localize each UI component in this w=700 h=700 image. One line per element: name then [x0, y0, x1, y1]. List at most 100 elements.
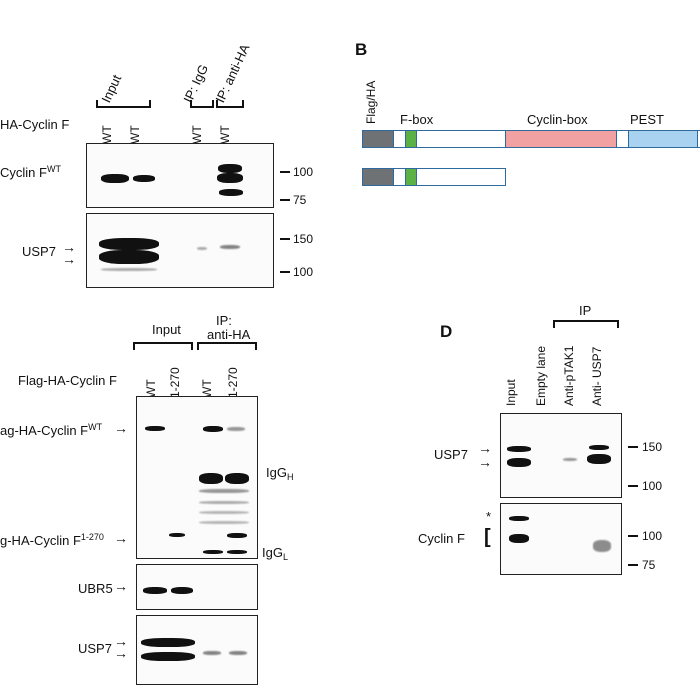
panel-c-band-trunc-label: g-HA-Cyclin F1-270 — [0, 532, 104, 548]
panel-c-igg-l-label: IgGL — [262, 545, 288, 562]
panel-a-marker-75: 75 — [293, 193, 307, 207]
panel-b-pest-domain — [628, 130, 698, 148]
panel-c-row-label: Flag-HA-Cyclin F — [18, 373, 117, 388]
panel-d-marker-150: 150 — [642, 440, 663, 454]
arrow-right-icon: → — [478, 440, 492, 456]
panel-c-input-bracket — [133, 342, 193, 350]
panel-a-blot2-label: USP7 — [22, 244, 56, 259]
panel-b-tag-label: Flag/HA — [364, 80, 378, 124]
arrow-right-icon: → — [62, 251, 76, 267]
arrow-right-icon: → — [114, 578, 128, 594]
panel-b-cyclinbox-domain — [505, 130, 617, 148]
panel-b-trunc-fbox-domain — [405, 168, 417, 186]
marker-tick — [628, 564, 638, 566]
band — [141, 652, 195, 661]
band — [199, 511, 249, 514]
panel-a-col-igg: IP: IgG — [180, 61, 212, 105]
band — [199, 501, 249, 504]
panel-a-lane-3: WT — [190, 125, 204, 144]
panel-a-marker-150: 150 — [293, 232, 314, 246]
panel-b-letter: B — [355, 40, 368, 59]
panel-d-lane-input: Input — [504, 379, 518, 406]
arrow-right-icon: → — [114, 645, 128, 661]
panel-a-lane-2: WT — [128, 125, 142, 144]
band — [199, 489, 249, 493]
band — [227, 550, 247, 554]
band — [229, 651, 247, 655]
panel-c-col-input: Input — [152, 322, 181, 337]
panel-d-ip-bracket — [553, 320, 619, 328]
panel-c-col-ip: IP: — [216, 313, 232, 328]
panel-a-blot-usp7 — [86, 213, 274, 288]
panel-a-lane-4: WT — [218, 125, 232, 144]
panel-a-input-bracket — [96, 100, 151, 108]
band — [197, 247, 207, 250]
panel-c-lane-4: 1-270 — [226, 367, 240, 398]
panel-c-blot-usp7 — [136, 615, 258, 685]
band — [99, 250, 159, 264]
marker-tick — [628, 446, 638, 448]
band — [587, 454, 611, 464]
panel-a-marker-100b: 100 — [293, 265, 314, 279]
arrow-right-icon: → — [114, 530, 128, 546]
band — [227, 533, 247, 538]
panel-d-ip-label: IP — [579, 303, 592, 318]
band — [133, 175, 155, 182]
marker-tick — [628, 535, 638, 537]
marker-tick — [280, 271, 290, 273]
panel-c-igg-h-label: IgGH — [266, 465, 294, 482]
band — [219, 189, 243, 196]
band — [225, 473, 249, 484]
arrow-right-icon: → — [114, 420, 128, 436]
band — [141, 638, 195, 647]
band — [143, 587, 167, 594]
panel-b-trunc-tag-domain — [362, 168, 394, 186]
band — [169, 533, 185, 537]
marker-tick — [280, 238, 290, 240]
marker-tick — [628, 485, 638, 487]
panel-a-igg-bracket — [190, 100, 214, 108]
panel-b-cyclinbox-label: Cyclin-box — [527, 112, 588, 127]
band — [227, 427, 245, 431]
band — [220, 245, 240, 249]
band — [101, 268, 157, 271]
arrow-right-icon: → — [478, 454, 492, 470]
band — [218, 164, 242, 173]
panel-d-lane-ptak1: Anti-pTAK1 — [562, 345, 576, 406]
panel-d-star: * — [486, 509, 492, 524]
panel-a-lane-1: WT — [100, 125, 114, 144]
panel-a-blot1-label: Cyclin FWT — [0, 164, 61, 180]
panel-b-fbox-domain — [405, 130, 417, 148]
panel-c-usp7-label: USP7 — [78, 641, 112, 656]
panel-d-usp7-label: USP7 — [434, 447, 468, 462]
panel-b-tag-domain — [362, 130, 394, 148]
band — [509, 516, 529, 521]
panel-a-antiha-bracket — [216, 100, 244, 108]
band — [593, 540, 611, 552]
panel-c-ubr5-label: UBR5 — [78, 581, 113, 596]
panel-c-blot-cyclin-f — [136, 396, 258, 559]
panel-d-bracket: [ — [484, 526, 491, 548]
panel-a-row-label: HA-Cyclin F — [0, 117, 70, 132]
marker-tick — [280, 171, 290, 173]
arrow-right-icon: → — [114, 633, 128, 649]
band — [99, 238, 159, 250]
band — [563, 458, 577, 461]
panel-d-blot-usp7 — [500, 413, 622, 498]
panel-d-letter: D — [440, 322, 453, 341]
band — [509, 534, 529, 543]
panel-d-marker-100: 100 — [642, 479, 663, 493]
panel-a-marker-100: 100 — [293, 165, 314, 179]
band — [507, 458, 531, 467]
panel-b-pest-label: PEST — [630, 112, 664, 127]
band — [145, 426, 165, 431]
band — [217, 173, 243, 183]
band — [199, 521, 249, 524]
marker-tick — [280, 199, 290, 201]
arrow-right-icon: → — [62, 239, 76, 255]
band — [203, 651, 221, 655]
panel-c-blot-ubr5 — [136, 564, 258, 610]
band — [589, 445, 609, 450]
band — [101, 174, 129, 183]
